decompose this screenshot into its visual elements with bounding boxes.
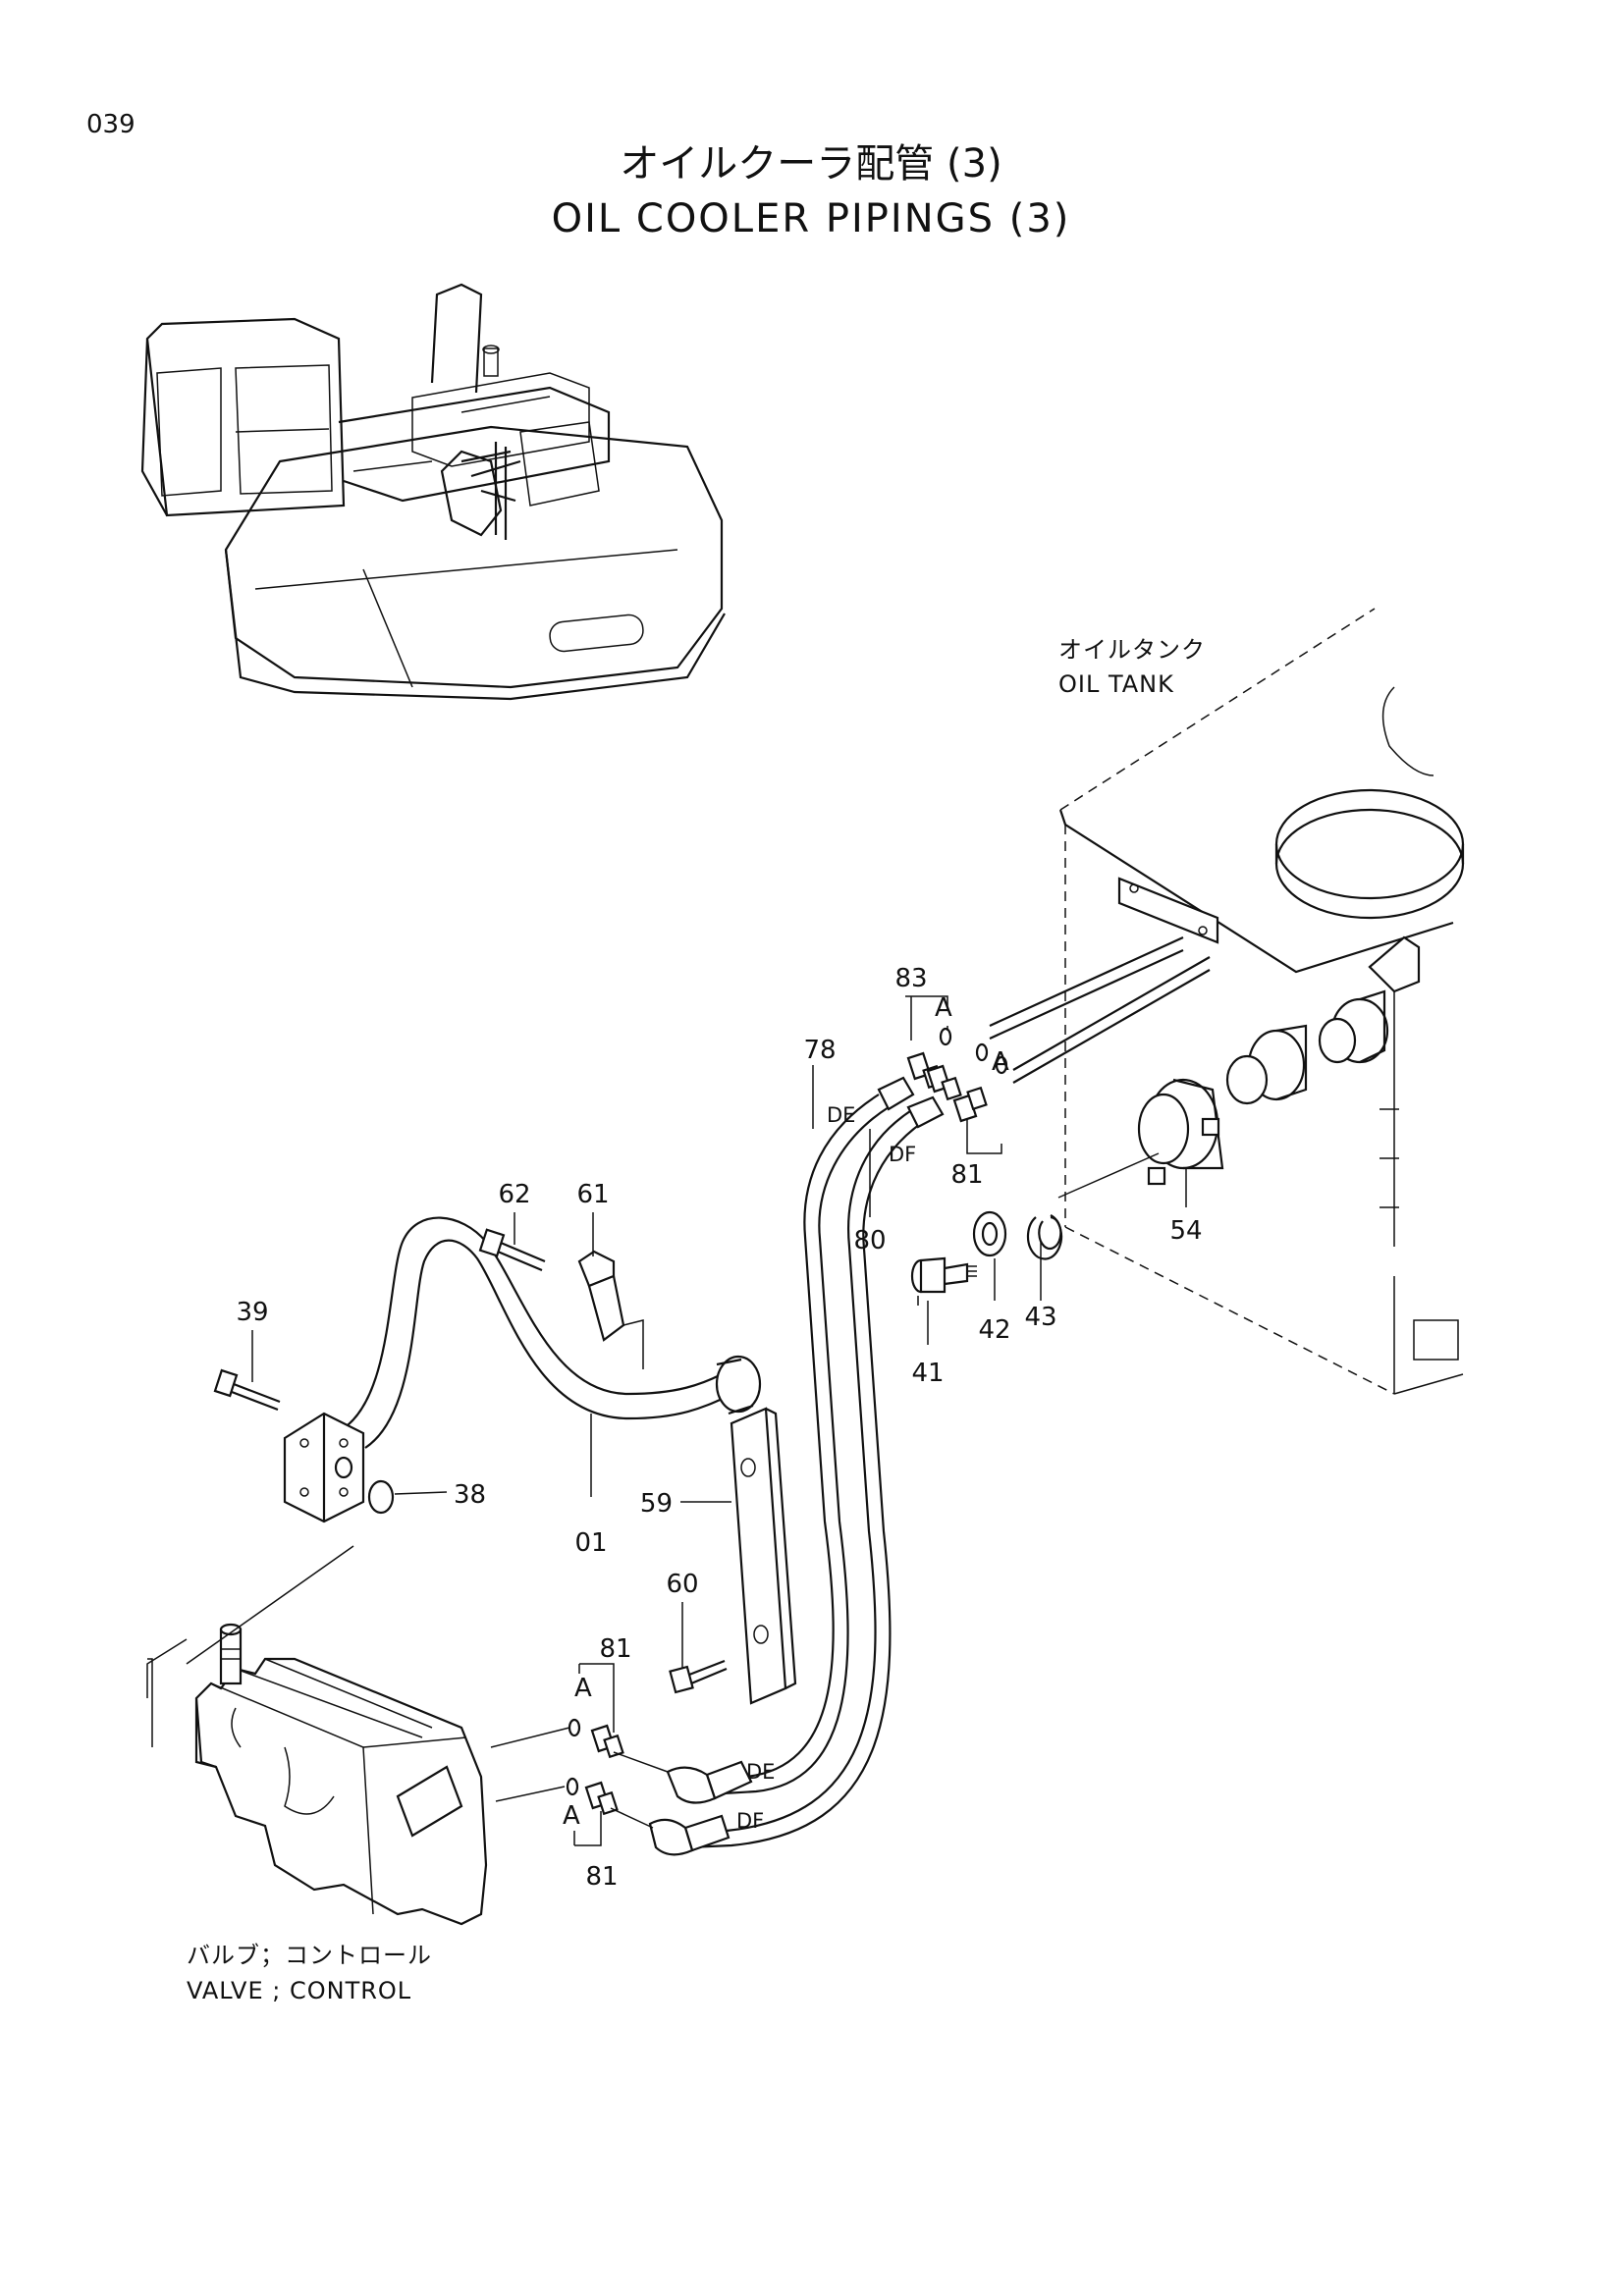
part-42-oring [972, 1210, 1007, 1257]
callout-81-valve-lower: 81 [585, 1862, 618, 1892]
hose-80 [686, 1095, 945, 1849]
part-60-bolt [669, 1659, 728, 1694]
fittings-valve-side [490, 1718, 669, 1829]
hose-marker-df-lower: DF [736, 1809, 764, 1833]
part-39-bolt [213, 1368, 281, 1412]
title-japanese: オイルクーラ配管 (3) [620, 141, 1001, 187]
hose-78 [706, 1076, 915, 1796]
callout-39: 39 [236, 1298, 268, 1327]
callout-61: 61 [576, 1180, 609, 1209]
pipe-01 [343, 1216, 762, 1449]
part-59-bracket [730, 1407, 797, 1705]
callout-60: 60 [666, 1570, 698, 1599]
hose-marker-de-upper: DE [827, 1103, 855, 1127]
oil-tank-label-en: OIL TANK [1058, 670, 1174, 698]
callout-42: 42 [978, 1315, 1010, 1345]
excavator-overview-illustration [140, 283, 726, 701]
oil-tank [989, 608, 1465, 1395]
page-number: 039 [86, 110, 135, 139]
callout-62: 62 [498, 1180, 530, 1209]
part-54-coupling [1057, 1078, 1224, 1199]
oil-tank-label-ja: オイルタンク [1058, 636, 1206, 664]
leader-lines [251, 995, 1187, 1846]
callout-78: 78 [803, 1036, 836, 1065]
part-43-snap-ring [1026, 1214, 1063, 1260]
callout-81-tank-side: 81 [950, 1160, 983, 1190]
callout-83: 83 [894, 964, 927, 993]
part-38-oring [367, 1479, 395, 1515]
callout-81-valve-upper: 81 [599, 1634, 631, 1664]
part-41-adapter [910, 1256, 977, 1306]
title-english: OIL COOLER PIPINGS (3) [552, 196, 1071, 241]
detail-marker-a-1: A [935, 993, 952, 1023]
callout-38: 38 [454, 1480, 486, 1510]
hose-end-fittings-valve-side [648, 1760, 753, 1856]
hose-marker-df-upper: DF [889, 1143, 916, 1166]
detail-marker-a-3: A [574, 1674, 592, 1703]
callout-01: 01 [574, 1528, 607, 1558]
callout-43: 43 [1024, 1303, 1056, 1332]
control-valve-label-en: VALVE ; CONTROL [187, 1977, 411, 2004]
control-valve [146, 1545, 488, 1926]
control-valve-label-ja: バルブ；コントロール [187, 1942, 432, 1969]
detail-marker-a-4: A [563, 1801, 580, 1831]
callout-54: 54 [1169, 1216, 1202, 1246]
part-61-bracket [577, 1250, 644, 1369]
detail-marker-a-2: A [992, 1047, 1009, 1077]
hose-marker-de-lower: DE [746, 1760, 775, 1784]
callout-41: 41 [911, 1359, 944, 1388]
fittings-tank-side [906, 1027, 1008, 1123]
callout-59: 59 [640, 1489, 673, 1519]
flange-block [283, 1412, 365, 1523]
part-62-bolt [478, 1228, 546, 1272]
callout-80: 80 [853, 1226, 886, 1255]
